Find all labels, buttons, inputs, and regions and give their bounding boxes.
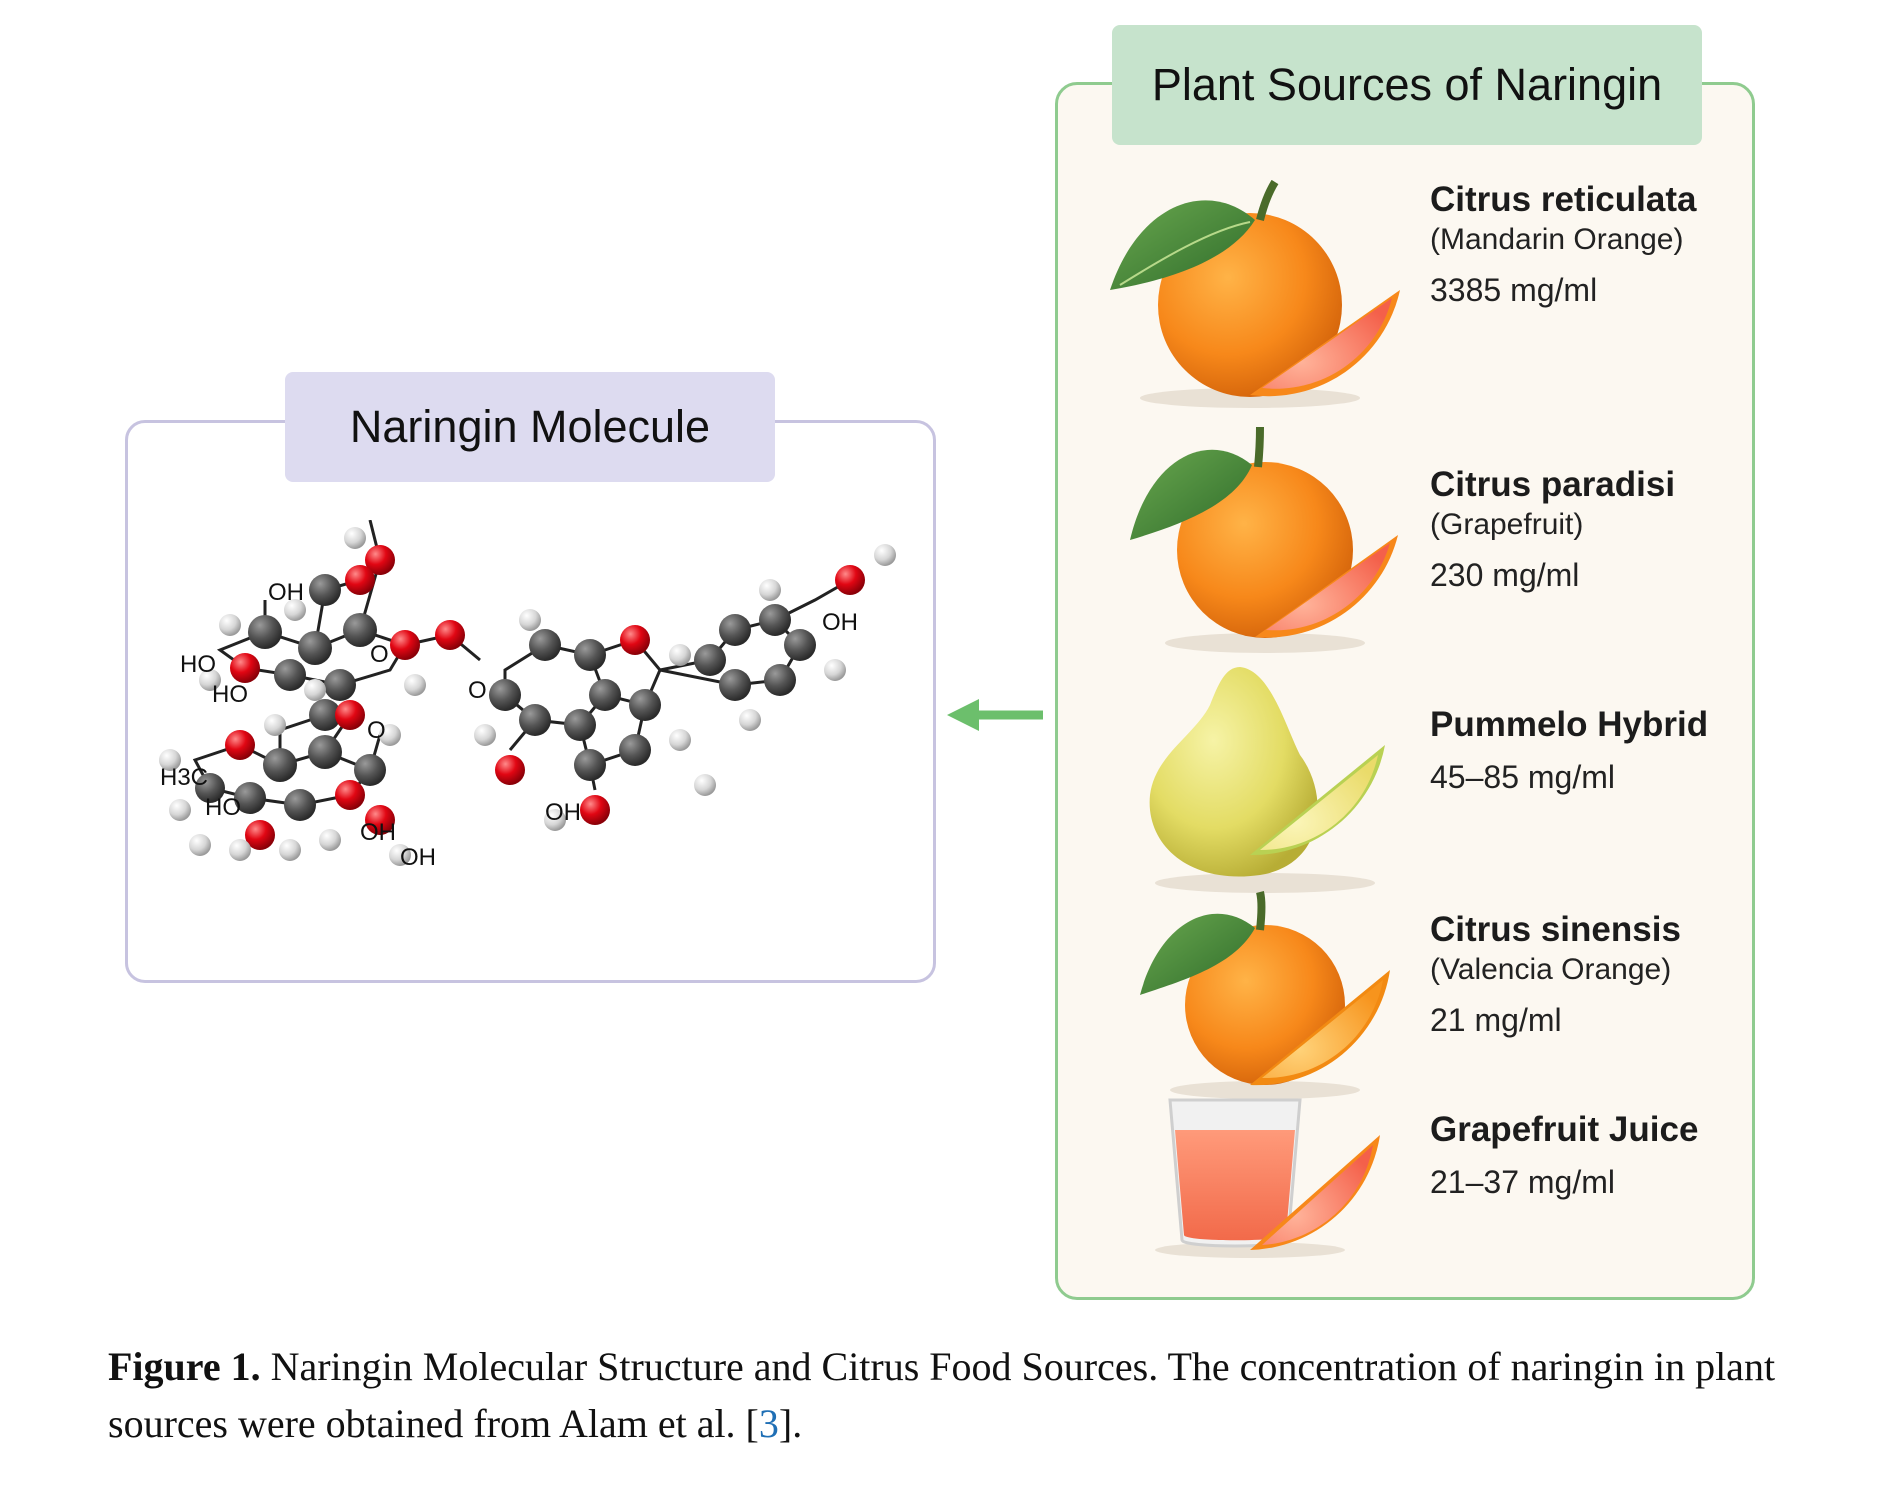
source-common-name: (Mandarin Orange): [1430, 223, 1684, 256]
left-arrow-icon: [947, 699, 1043, 731]
source-concentration: 21–37 mg/ml: [1430, 1164, 1615, 1200]
valencia-orange-icon: [1140, 891, 1390, 1099]
juice-glass-icon: [1155, 1098, 1380, 1258]
naringin-molecule-diagram: OH HO HO H3C HO OH OH OH OH O O O: [159, 520, 896, 871]
source-name: Citrus paradisi: [1430, 465, 1676, 504]
atom-label-oh: OH: [360, 819, 396, 846]
atom-label-ho: HO: [205, 794, 241, 821]
atom-label-oh: OH: [400, 844, 436, 871]
figure-caption: Figure 1. Naringin Molecular Structure a…: [108, 1338, 1868, 1452]
atom-label-ho: HO: [212, 681, 248, 708]
source-concentration: 3385 mg/ml: [1430, 272, 1598, 308]
grapefruit-icon: [1130, 426, 1398, 653]
atom-label-o: O: [370, 641, 389, 668]
atom-label-oh: OH: [268, 579, 304, 606]
source-name: Grapefruit Juice: [1430, 1110, 1699, 1149]
source-concentration: 230 mg/ml: [1430, 557, 1580, 593]
source-common-name: (Valencia Orange): [1430, 953, 1672, 986]
mandarin-orange-icon: [1110, 180, 1400, 408]
citation-link[interactable]: 3: [758, 1401, 779, 1446]
molecule-panel: [125, 420, 936, 983]
source-name: Pummelo Hybrid: [1430, 705, 1709, 744]
source-concentration: 45–85 mg/ml: [1430, 759, 1615, 795]
figure-label: Figure 1.: [108, 1344, 261, 1389]
atom-label-o: O: [468, 677, 487, 704]
atom-label-oh: OH: [822, 609, 858, 636]
caption-text: Naringin Molecular Structure and Citrus …: [108, 1344, 1776, 1446]
sources-panel-title: Plant Sources of Naringin: [1112, 25, 1702, 145]
atom-label-o: O: [367, 717, 386, 744]
caption-end: ].: [778, 1401, 803, 1446]
molecule-panel-title: Naringin Molecule: [285, 372, 775, 482]
source-name: Citrus reticulata: [1430, 180, 1697, 219]
source-common-name: (Grapefruit): [1430, 508, 1584, 541]
atom-label-h3c: H3C: [160, 764, 208, 791]
source-concentration: 21 mg/ml: [1430, 1002, 1562, 1038]
atom-label-oh: OH: [545, 799, 581, 826]
source-name: Citrus sinensis: [1430, 910, 1681, 949]
pummelo-icon: [1149, 667, 1385, 893]
atom-label-ho: HO: [180, 651, 216, 678]
